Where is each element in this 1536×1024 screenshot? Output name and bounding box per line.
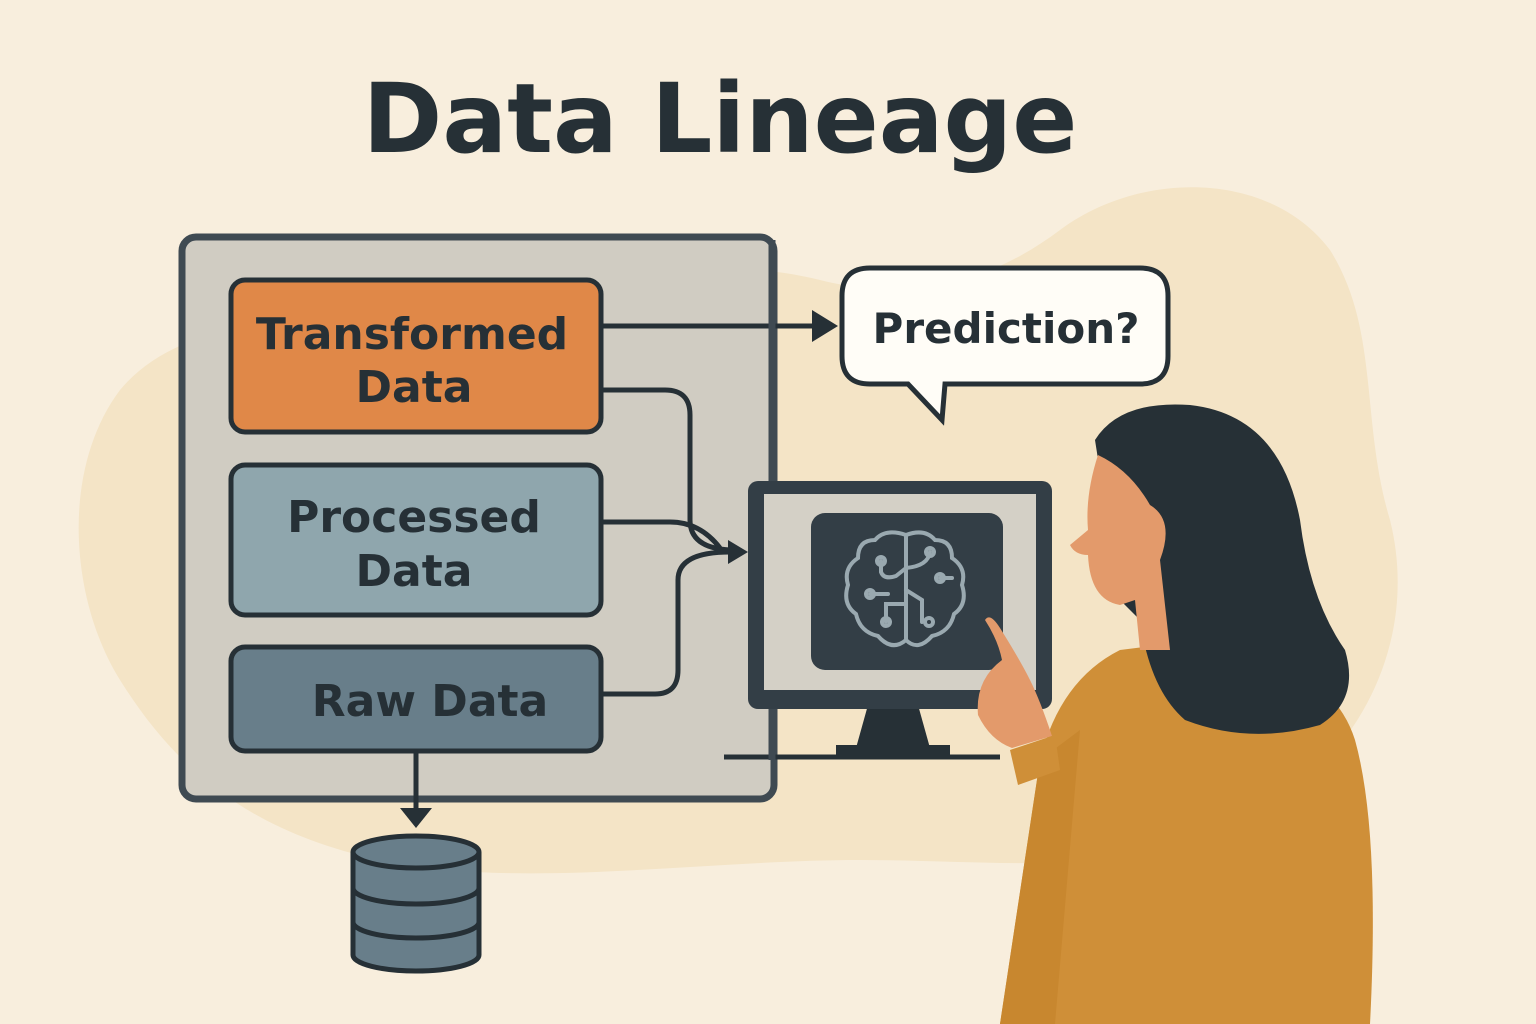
layer-processed[interactable]: Processed Data bbox=[228, 462, 604, 618]
database-icon bbox=[350, 833, 482, 974]
svg-text:Raw Data: Raw Data bbox=[312, 676, 548, 727]
brain-circuit-icon bbox=[844, 530, 966, 648]
arrow-to-database bbox=[400, 808, 432, 828]
layer-raw[interactable]: Raw Data bbox=[228, 644, 604, 754]
svg-text:Transformed: Transformed bbox=[256, 309, 568, 360]
svg-text:Data: Data bbox=[356, 362, 473, 413]
person-illustration bbox=[977, 404, 1373, 1024]
page-title: Data Lineage bbox=[363, 63, 1078, 175]
speech-bubble: Prediction? bbox=[839, 265, 1171, 426]
arrow-to-monitor bbox=[728, 540, 748, 564]
svg-text:Processed: Processed bbox=[287, 492, 541, 543]
svg-text:Data: Data bbox=[356, 546, 473, 597]
svg-text:Prediction?: Prediction? bbox=[873, 304, 1140, 353]
layer-transformed[interactable]: Transformed Data bbox=[228, 277, 604, 435]
arrow-to-prediction bbox=[812, 310, 838, 342]
